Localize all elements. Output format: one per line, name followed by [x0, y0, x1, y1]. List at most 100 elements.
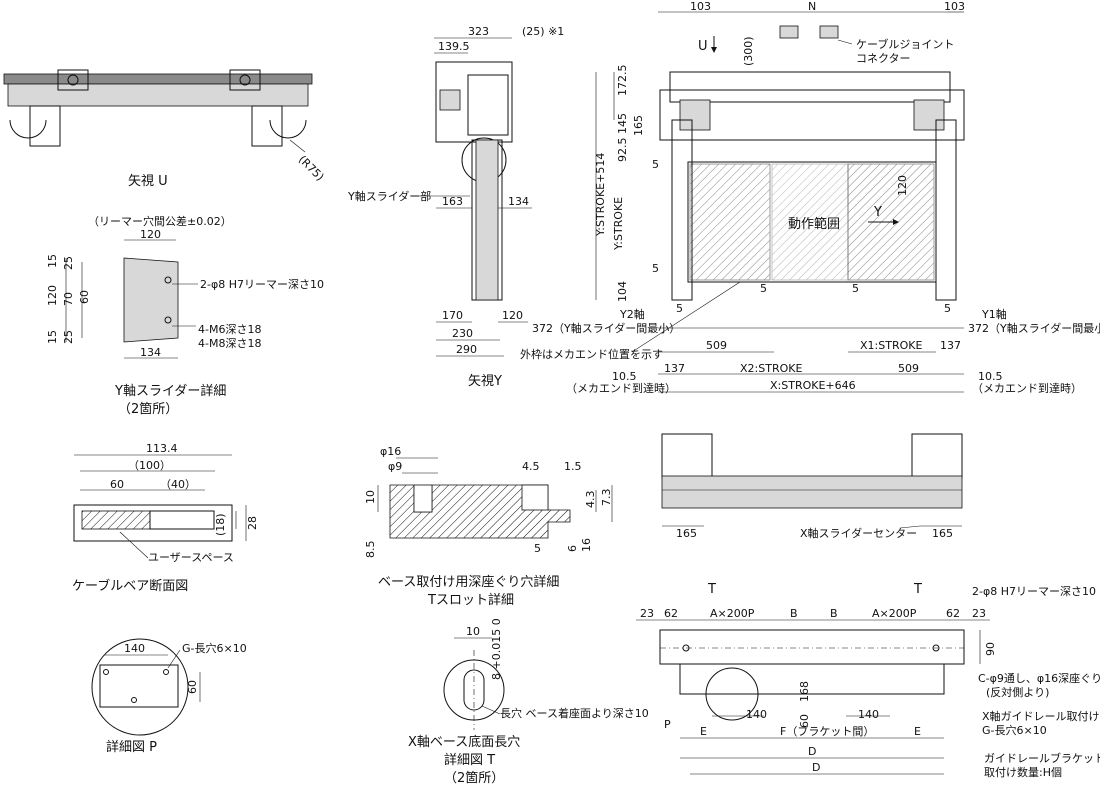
- view-y-170: 170: [442, 309, 463, 322]
- top-103b: 103: [944, 0, 965, 13]
- slot-t-10: 10: [466, 625, 480, 638]
- view-y-323: 323: [468, 25, 489, 38]
- cable-width-40: （40）: [160, 478, 196, 491]
- c-hole-label-1: C-φ9通し、φ16深座ぐり: [978, 671, 1100, 685]
- slot-t-caption-1: X軸ベース底面長穴: [408, 734, 520, 750]
- base-4-5: 4.5: [522, 460, 540, 473]
- view-y-163: 163: [442, 195, 463, 208]
- bottom-e1: E: [700, 725, 707, 738]
- top-137b: 137: [664, 362, 685, 375]
- front-165a: 165: [676, 527, 697, 540]
- view-y-120: 120: [502, 309, 523, 322]
- min-372-a: 372（Y軸スライダー間最小）: [532, 321, 680, 335]
- x-stroke-646: X:STROKE+646: [770, 379, 856, 392]
- dim-25a: 25: [62, 256, 75, 270]
- c-hole-label-2: (反対側より): [986, 685, 1049, 699]
- bottom-a200a: A×200P: [710, 607, 755, 620]
- detail-p-60: 60: [186, 680, 199, 694]
- user-space-label: ユーザースペース: [148, 551, 234, 564]
- bottom-23a: 23: [640, 607, 654, 620]
- cable-width-60: 60: [110, 478, 124, 491]
- slider-center-label: X軸スライダーセンター: [800, 526, 917, 540]
- bottom-90: 90: [984, 642, 997, 656]
- front-165b: 165: [932, 527, 953, 540]
- u-arrow-label: U: [698, 39, 708, 54]
- guide-rail-label-1: X軸ガイドレール取付け穴: [982, 709, 1100, 723]
- top-10-5b: 10.5: [978, 370, 1003, 383]
- slot-t-note: 長穴 ベース着座面より深さ10: [500, 706, 649, 720]
- connector-label-1: ケーブルジョイント: [856, 37, 954, 51]
- bottom-b2: B: [830, 607, 838, 620]
- slider-tolerance-note: （リーマー穴間公差±0.02）: [88, 214, 232, 228]
- connector-label-2: コネクター: [856, 52, 911, 65]
- top-137a: 137: [940, 339, 961, 352]
- view-y-290: 290: [456, 343, 477, 356]
- view-y-134: 134: [508, 195, 529, 208]
- top-5f: 5: [944, 302, 951, 315]
- top-104: 104: [616, 281, 629, 302]
- bottom-60: 60: [798, 714, 811, 728]
- y-stroke-label: Y:STROKE: [612, 197, 625, 251]
- y-slider-detail: （リーマー穴間公差±0.02） 120 134 15 25 120 70 60 …: [46, 214, 324, 417]
- top-145: 145: [616, 113, 629, 134]
- top-5c: 5: [760, 282, 767, 295]
- detail-p: 140 G-長穴6×10 60 詳細図 P: [91, 638, 247, 755]
- view-u-caption: 矢視 U: [128, 174, 168, 189]
- phi9-label: φ9: [388, 460, 402, 473]
- stroke-514-label: Y:STROKE+514: [594, 153, 607, 237]
- base-10: 10: [364, 490, 377, 504]
- min-372-b: 372（Y軸スライダー間最小）: [968, 321, 1100, 335]
- bottom-view: T T 2-φ8 H7リーマー深さ10 23 62 A×200P B B A×2…: [636, 582, 1100, 779]
- slot-t-tol: 8 +0.015 0: [490, 618, 503, 680]
- base-1-5: 1.5: [564, 460, 582, 473]
- bottom-62b: 62: [946, 607, 960, 620]
- view-y-25: (25) ※1: [522, 25, 564, 38]
- dim-120v: 120: [46, 285, 59, 306]
- bottom-168: 168: [798, 681, 811, 702]
- top-5e: 5: [676, 302, 683, 315]
- r75-label: (R75): [296, 153, 327, 184]
- cable-bear-section: 113.4 （100） 60 （40） (18) 28 ユーザースペース ケーブ…: [72, 442, 259, 594]
- top-5a: 5: [652, 158, 659, 171]
- slot-label-p: G-長穴6×10: [182, 641, 247, 655]
- base-caption-2: Tスロット詳細: [427, 592, 514, 608]
- top-509a: 509: [706, 339, 727, 352]
- bottom-62a: 62: [664, 607, 678, 620]
- top-172-5: 172.5: [616, 65, 629, 97]
- slot-t-caption-3: （2箇所）: [444, 770, 504, 786]
- m6-annotation: 4-M6深さ18: [198, 323, 261, 336]
- bottom-d2: D: [812, 761, 820, 774]
- bottom-f: F（ブラケット間）: [780, 724, 874, 738]
- dim-15a: 15: [46, 254, 59, 268]
- mecha-end-b: （メカエンド到達時）: [972, 382, 1082, 395]
- view-u: (R75) 矢視 U: [3, 69, 327, 189]
- base-4-3: 4.3: [584, 491, 597, 509]
- dim-60v: 60: [78, 290, 91, 304]
- top-300: (300): [742, 36, 755, 66]
- p-mark: P: [664, 718, 671, 731]
- top-n: N: [808, 0, 816, 13]
- top-view: 103 N 103 U (300) ケーブルジョイント コネクター 動作範囲 Y…: [520, 0, 1100, 395]
- top-103a: 103: [690, 0, 711, 13]
- top-10-5a: 10.5: [612, 370, 637, 383]
- cable-height-28: 28: [246, 516, 259, 530]
- base-8-5: 8.5: [364, 541, 377, 559]
- slider-detail-caption: Y軸スライダー詳細: [114, 383, 226, 399]
- bottom-140b: 140: [858, 708, 879, 721]
- bottom-d1: D: [808, 745, 816, 758]
- m8-annotation: 4-M8深さ18: [198, 337, 261, 350]
- bottom-a200b: A×200P: [872, 607, 917, 620]
- outer-frame-note: 外枠はメカエンド位置を示す: [520, 347, 663, 361]
- top-120: 120: [896, 175, 909, 196]
- y1-label: Y1軸: [981, 307, 1007, 321]
- bottom-e2: E: [914, 725, 921, 738]
- bottom-b1: B: [790, 607, 798, 620]
- top-5b: 5: [652, 262, 659, 275]
- dim-25b: 25: [62, 330, 75, 344]
- y2-label: Y2軸: [619, 307, 645, 321]
- x1-stroke: X1:STROKE: [860, 339, 922, 352]
- view-y-139: 139.5: [438, 40, 470, 53]
- view-y-230: 230: [452, 327, 473, 340]
- x2-stroke: X2:STROKE: [740, 362, 802, 375]
- bracket-label-2: 取付け数量:H個: [984, 766, 1062, 779]
